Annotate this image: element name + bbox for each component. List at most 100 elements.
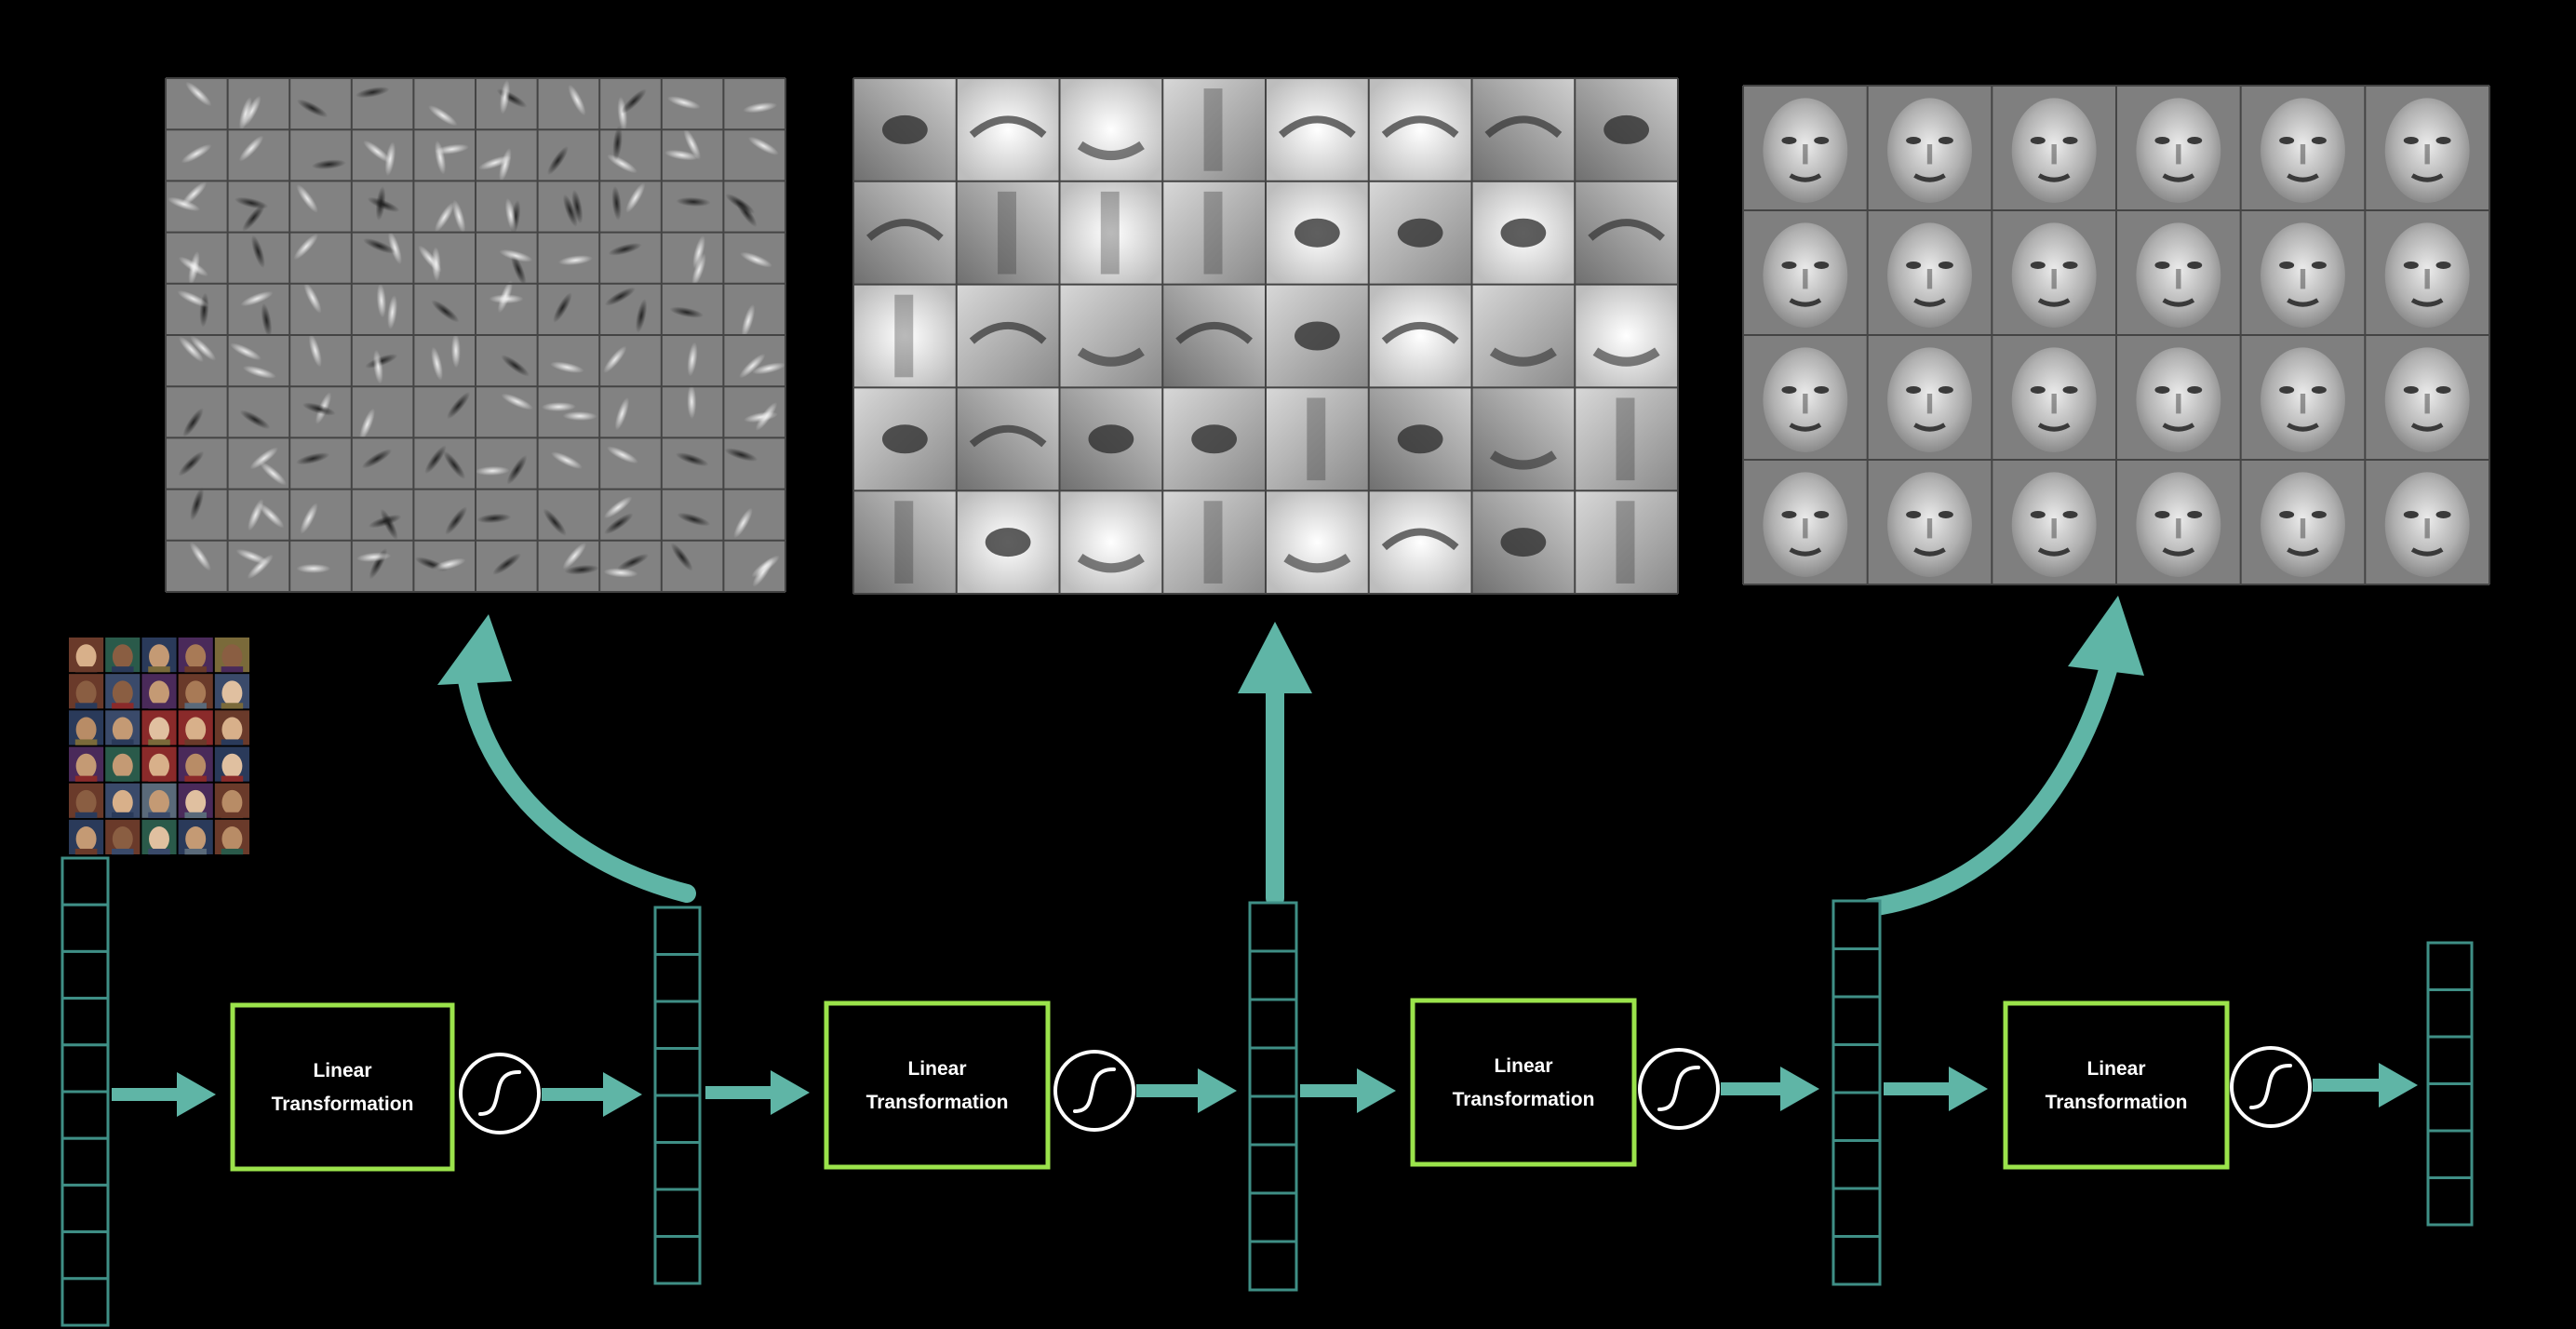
sigmoid-icon	[459, 1053, 541, 1134]
feature-tile	[476, 335, 538, 387]
feature-tile	[1059, 387, 1163, 491]
feature-tile	[599, 489, 662, 541]
input-face-thumbnail	[141, 638, 177, 673]
linear-transformation-box-3: Linear Transformation	[1410, 998, 1637, 1167]
feature-tile	[661, 232, 724, 287]
feature-tile	[413, 540, 476, 592]
feature-tile	[661, 78, 724, 130]
flow-arrow	[1300, 1068, 1396, 1113]
input-face-thumbnail	[69, 710, 104, 745]
feature-tile	[166, 335, 228, 387]
feature-tile	[351, 386, 414, 441]
edge-filters-panel	[165, 77, 786, 593]
vector-cell	[60, 1277, 110, 1327]
vector-cell	[653, 1188, 702, 1238]
input-face-thumbnail	[214, 674, 249, 709]
feature-tile	[166, 232, 228, 286]
feature-tile	[2116, 335, 2241, 460]
vector-cell	[653, 1094, 702, 1144]
input-face-thumbnail	[105, 746, 141, 782]
feature-tile	[227, 78, 290, 131]
feature-tile	[2240, 210, 2366, 335]
feature-tile	[476, 540, 538, 592]
layer-vector	[1248, 901, 1298, 1292]
feature-tile	[1867, 335, 1992, 460]
feature-tile	[476, 181, 538, 235]
input-face-thumbnail	[178, 674, 213, 709]
feature-tile	[723, 540, 785, 592]
feature-tile	[475, 437, 538, 490]
feature-tile	[1992, 86, 2116, 210]
feature-tile	[723, 181, 785, 233]
input-face-images	[69, 638, 249, 855]
box-label-line1: Linear	[1494, 1055, 1552, 1077]
feature-arrows	[437, 596, 2144, 917]
vector-cell	[1831, 1187, 1882, 1238]
feature-tile	[956, 490, 1060, 594]
feature-tile	[227, 335, 290, 387]
feature-tile	[413, 386, 476, 438]
feature-tile	[537, 335, 600, 387]
feature-tile	[661, 540, 724, 592]
feature-tile	[227, 437, 290, 490]
feature-tile	[1162, 387, 1266, 491]
linear-transformation-boxes: Linear Transformation Linear Transformat…	[230, 998, 2230, 1172]
input-face-thumbnail	[141, 710, 177, 745]
feature-tile	[1743, 86, 1868, 210]
feature-tile	[1368, 490, 1472, 594]
feature-tile	[2116, 86, 2241, 210]
input-face-thumbnail	[141, 783, 177, 819]
vector-cell	[1831, 1235, 1882, 1286]
vector-cell	[1831, 899, 1882, 950]
vector-cell	[653, 953, 702, 1003]
arrow-head-faces	[2068, 596, 2144, 676]
feature-tile	[166, 437, 228, 490]
input-face-thumbnail	[69, 674, 104, 709]
feature-tile	[1867, 210, 1992, 335]
input-face-thumbnail	[69, 819, 104, 855]
feature-tile	[1575, 490, 1678, 594]
feature-tile	[1266, 181, 1369, 285]
linear-transformation-box-1: Linear Transformation	[230, 1002, 455, 1172]
input-face-thumbnail	[105, 638, 141, 673]
feature-tile	[956, 78, 1060, 181]
input-face-thumbnail	[105, 819, 141, 855]
box-label-line2: Transformation	[1453, 1089, 1595, 1110]
vector-cell	[653, 1235, 702, 1285]
feature-tile	[537, 386, 600, 438]
feature-tile	[537, 540, 600, 592]
arrow-to-faces	[1861, 661, 2117, 917]
feature-tile	[413, 333, 476, 387]
feature-tile	[2365, 210, 2489, 335]
vector-cell	[2426, 1035, 2474, 1085]
feature-tile	[413, 232, 476, 284]
vector-cell	[60, 997, 110, 1047]
feature-tile	[1266, 490, 1369, 594]
vector-cell	[1831, 1139, 1882, 1190]
box-label-line2: Transformation	[866, 1092, 1009, 1113]
input-face-thumbnail	[214, 746, 249, 782]
vector-cell	[653, 1141, 702, 1191]
feature-tile	[1867, 86, 1992, 210]
input-face-thumbnail	[105, 783, 141, 819]
flow-arrow	[542, 1072, 642, 1117]
vector-cell	[1248, 1094, 1298, 1147]
feature-tile	[476, 386, 538, 438]
feature-tile	[289, 489, 352, 541]
feature-tile	[2240, 86, 2366, 210]
feature-tile	[1471, 181, 1576, 285]
vector-cell	[1248, 949, 1298, 1001]
box-label-line2: Transformation	[272, 1094, 414, 1115]
flow-arrow	[1884, 1067, 1988, 1111]
flow-arrow	[2313, 1063, 2418, 1108]
input-face-thumbnail	[214, 819, 249, 855]
feature-tile	[413, 489, 476, 541]
feature-tile	[956, 387, 1060, 491]
feature-tile	[1368, 78, 1472, 181]
input-face-thumbnail	[178, 638, 213, 673]
input-face-thumbnail	[69, 638, 104, 673]
feature-tile	[2116, 460, 2241, 584]
feature-tile	[413, 283, 476, 335]
input-face-thumbnail	[69, 783, 104, 819]
feature-tile	[1575, 181, 1678, 285]
